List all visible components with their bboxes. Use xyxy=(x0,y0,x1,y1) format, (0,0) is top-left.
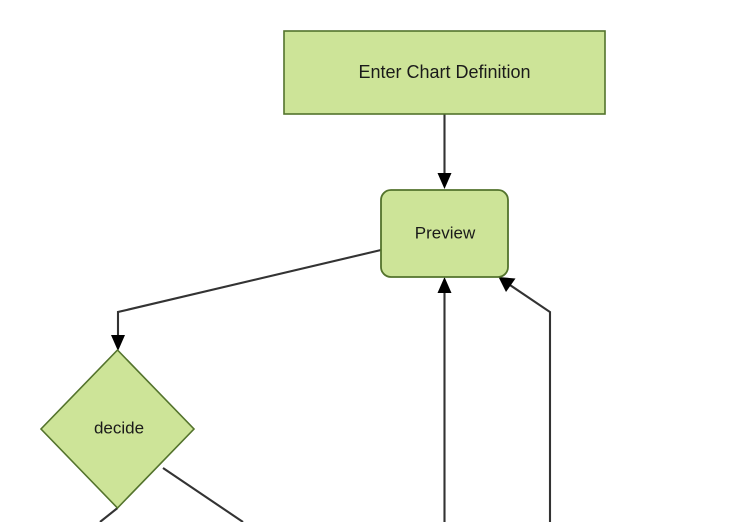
edge-decide-branch-left-line xyxy=(99,507,119,522)
edge-return-right-to-preview xyxy=(498,277,552,522)
node-preview[interactable]: Preview xyxy=(380,189,509,278)
node-preview-shape[interactable] xyxy=(380,189,509,278)
node-decide[interactable]: decide xyxy=(39,348,196,510)
node-decide-shape[interactable] xyxy=(39,348,196,510)
edge-preview-to-decide xyxy=(111,248,382,351)
edge-decide-branch-right xyxy=(162,467,244,522)
node-enter-chart-definition-label: Enter Chart Definition xyxy=(358,62,530,82)
node-decide-label: decide xyxy=(94,418,144,437)
edge-decide-branch-left xyxy=(99,507,119,522)
node-preview-label: Preview xyxy=(415,223,476,242)
edge-decide-branch-right-line xyxy=(162,467,244,522)
edge-preview-to-decide-line xyxy=(116,248,382,342)
edge-enter-to-preview xyxy=(437,114,452,189)
edge-return-right-to-preview-arrowhead xyxy=(498,277,516,292)
edge-preview-to-decide-arrowhead xyxy=(111,335,125,351)
node-enter-chart-definition-shape[interactable] xyxy=(283,30,606,115)
edge-return-right-to-preview-line xyxy=(506,282,552,522)
edge-return-center-to-preview xyxy=(437,277,452,522)
node-enter-chart-definition[interactable]: Enter Chart Definition xyxy=(283,30,606,115)
edge-enter-to-preview-arrowhead xyxy=(437,173,452,189)
edge-return-center-to-preview-arrowhead xyxy=(437,277,452,293)
